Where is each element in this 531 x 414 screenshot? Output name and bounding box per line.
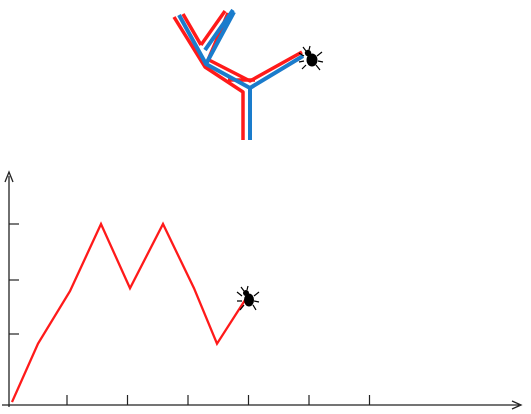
tree-blue-strand	[177, 8, 305, 140]
line-chart	[2, 170, 523, 410]
bug-icon	[236, 285, 260, 311]
arrow-up-icon	[4, 170, 14, 183]
tree-red-lower	[181, 9, 303, 83]
series-line	[10, 221, 248, 403]
series-points	[11, 223, 248, 403]
y-ticks	[9, 223, 19, 335]
bug-icon	[298, 45, 324, 71]
branch-tree	[172, 8, 324, 140]
tree-red-strand	[172, 12, 301, 140]
arrow-right-icon	[511, 400, 523, 410]
x-ticks	[66, 395, 371, 405]
